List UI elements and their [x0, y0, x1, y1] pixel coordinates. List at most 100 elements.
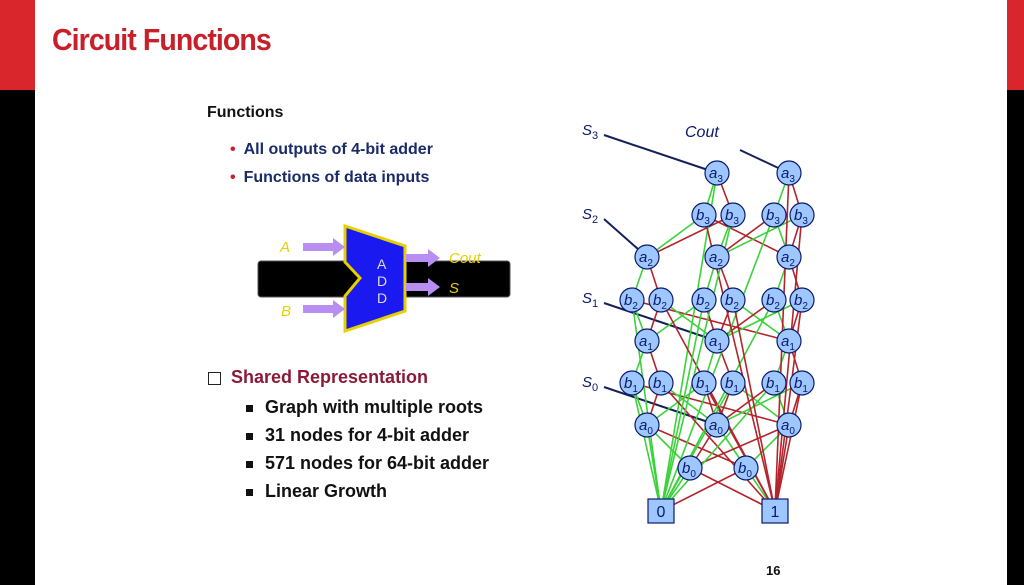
input-a-arrow-icon — [303, 238, 345, 256]
bdd-edges — [603, 134, 803, 512]
adder-input-a: A — [279, 239, 290, 256]
bdd-node-circle — [619, 287, 645, 313]
bdd-node-label: a1 — [709, 333, 723, 353]
adder-label-line: D — [377, 290, 387, 306]
bdd-node-label: b2 — [766, 292, 780, 312]
bdd-node: a3 — [704, 160, 730, 186]
shared-heading: Shared Representation — [208, 367, 428, 388]
bdd-node: a1 — [704, 328, 730, 354]
bdd-node-circle — [761, 202, 787, 228]
page-number: 16 — [766, 563, 781, 578]
bdd-node: b3 — [761, 202, 787, 228]
root-label-s3: S3 — [582, 122, 598, 142]
bdd-node: b2 — [648, 287, 674, 313]
bdd-node-label: b1 — [766, 375, 780, 395]
functions-bullet: • Functions of data inputs — [230, 168, 433, 196]
root-label-s1: S1 — [582, 290, 598, 310]
bdd-roots: S3 S2 S1 S0 Cout — [582, 122, 719, 394]
shared-list-item: 571 nodes for 64-bit adder — [246, 452, 489, 480]
bdd-node: b0 — [677, 455, 703, 481]
bdd-node: b2 — [691, 287, 717, 313]
high-edge — [774, 424, 790, 512]
bullet-dot-icon: • — [230, 141, 236, 158]
bdd-node: b1 — [691, 370, 717, 396]
bdd-node-circle — [634, 412, 660, 438]
bdd-node-label: b3 — [696, 207, 710, 227]
shared-list: Graph with multiple roots 31 nodes for 4… — [246, 396, 489, 508]
bdd-node-label: b2 — [794, 292, 808, 312]
bdd-node-circle — [789, 202, 815, 228]
bdd-node: b2 — [789, 287, 815, 313]
shared-item-text: 571 nodes for 64-bit adder — [265, 453, 490, 473]
adder-output-cout: Cout — [449, 250, 482, 267]
high-edge — [689, 467, 776, 512]
bdd-node: b1 — [619, 370, 645, 396]
bdd-node: a1 — [634, 328, 660, 354]
adder-label-line: A — [377, 256, 387, 272]
bdd-node-circle — [761, 287, 787, 313]
bdd-node-circle — [720, 370, 746, 396]
bdd-node-circle — [704, 160, 730, 186]
bdd-node-circle — [704, 412, 730, 438]
bdd-node-circle — [776, 412, 802, 438]
bdd-node-label: b1 — [653, 375, 667, 395]
bdd-node: b2 — [761, 287, 787, 313]
bdd-node-circle — [733, 455, 759, 481]
bdd-node-circle — [789, 287, 815, 313]
low-edge — [646, 424, 662, 512]
bdd-node-circle — [648, 370, 674, 396]
bdd-node: b0 — [733, 455, 759, 481]
square-bullet-icon — [246, 404, 253, 412]
bdd-node-label: a3 — [781, 165, 795, 185]
bdd-node-label: b2 — [696, 292, 710, 312]
bdd-node: a3 — [776, 160, 802, 186]
bdd-node: a2 — [634, 244, 660, 270]
right-decor-band — [1007, 0, 1024, 585]
root-label-cout: Cout — [685, 124, 719, 141]
bdd-node: b2 — [720, 287, 746, 313]
terminal-box — [647, 498, 675, 524]
functions-bullet-text: Functions of data inputs — [243, 169, 430, 186]
root-label-s2: S2 — [582, 206, 598, 226]
bdd-node-label: b1 — [794, 375, 808, 395]
shared-list-item: Linear Growth — [246, 480, 489, 508]
bdd-node-circle — [619, 370, 645, 396]
shared-list-item: Graph with multiple roots — [246, 396, 489, 424]
shared-heading-text: Shared Representation — [231, 367, 429, 387]
bdd-node-label: a0 — [639, 417, 653, 437]
bdd-node-circle — [720, 287, 746, 313]
bdd-node-circle — [691, 202, 717, 228]
bdd-node-label: a2 — [781, 249, 795, 269]
bdd-node: a2 — [776, 244, 802, 270]
bdd-node-label: b2 — [624, 292, 638, 312]
bdd-node-label: b0 — [682, 460, 696, 480]
high-edge — [646, 214, 734, 258]
bdd-node-label: b3 — [794, 207, 808, 227]
bdd-node-label: b2 — [725, 292, 739, 312]
bdd-node-label: a1 — [639, 333, 653, 353]
bdd-node-circle — [776, 328, 802, 354]
bdd-node: b3 — [691, 202, 717, 228]
checkbox-square-icon — [208, 371, 221, 385]
bdd-node-label: b1 — [624, 375, 638, 395]
low-edge — [716, 214, 803, 258]
bdd-node-label: b1 — [725, 375, 739, 395]
bdd-node-label: b2 — [653, 292, 667, 312]
high-edge — [774, 382, 803, 512]
bdd-node-label: b1 — [696, 375, 710, 395]
high-edge — [660, 467, 747, 512]
shared-list-item: 31 nodes for 4-bit adder — [246, 424, 489, 452]
bdd-node-label: a2 — [709, 249, 723, 269]
bdd-node-label: a0 — [709, 417, 723, 437]
bullet-dot-icon: • — [230, 169, 236, 186]
root-edge — [603, 134, 718, 174]
left-decor-band — [0, 0, 35, 585]
bdd-node-circle — [720, 202, 746, 228]
bdd-node-label: a1 — [781, 333, 795, 353]
adder-input-b: B — [281, 303, 291, 320]
low-edge — [716, 382, 803, 426]
s-arrow-icon — [406, 278, 440, 296]
functions-bullet-text: All outputs of 4-bit adder — [243, 141, 433, 158]
